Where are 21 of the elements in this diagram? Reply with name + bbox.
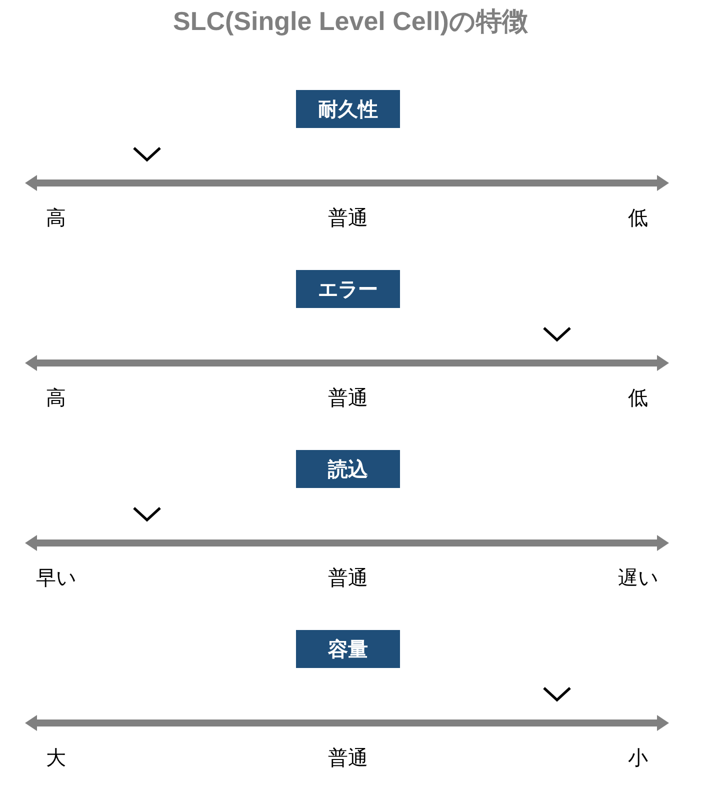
scale-label: 普通 [328, 744, 368, 772]
scale-label: 小 [628, 744, 648, 772]
scale-label: 低 [628, 204, 648, 232]
heading-box [296, 270, 400, 308]
scale-label: 高 [46, 204, 66, 232]
heading-box [296, 630, 400, 668]
scale-label: 普通 [328, 564, 368, 592]
heading-text: エラー [318, 276, 378, 302]
scale-label: 普通 [328, 384, 368, 412]
scale-label: 早い [36, 564, 76, 592]
heading-text: 容量 [328, 636, 368, 662]
scale-label: 低 [628, 384, 648, 412]
title: SLC(Single Level Cell)の特徴 [173, 6, 528, 36]
scale-label: 遅い [618, 564, 658, 592]
heading-text: 読込 [328, 456, 368, 482]
heading-text: 耐久性 [318, 96, 378, 122]
scale-label: 普通 [328, 204, 368, 232]
heading-box [296, 90, 400, 128]
heading-box [296, 450, 400, 488]
scale-label: 大 [46, 744, 66, 772]
scale-label: 高 [46, 384, 66, 412]
